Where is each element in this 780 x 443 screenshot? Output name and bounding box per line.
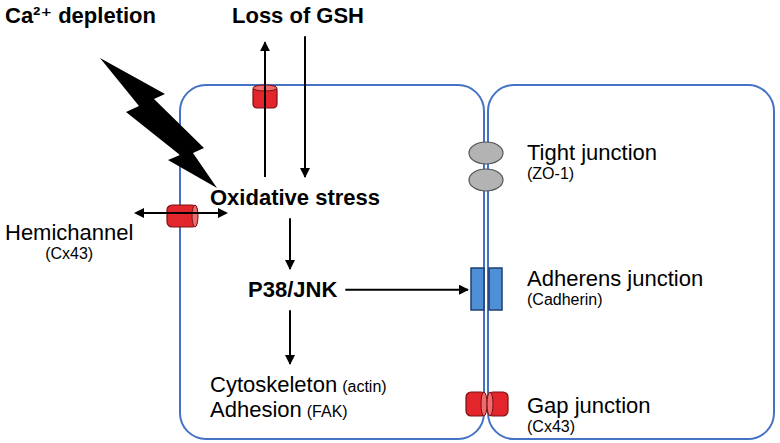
signal-arrow xyxy=(345,289,468,291)
text-line: Loss of GSH xyxy=(232,3,364,28)
text-line: Cytoskeleton (actin) xyxy=(210,372,387,397)
node-text: Loss of GSH xyxy=(232,3,364,28)
node-text: Cytoskeleton xyxy=(210,372,337,397)
hemichannel-symbol xyxy=(167,205,198,227)
text-node: Cytoskeleton (actin) Adhesion (FAK) xyxy=(210,372,387,423)
node-text: Adhesion xyxy=(210,397,302,422)
text-line: Gap junction xyxy=(527,393,651,418)
node-text: (FAK) xyxy=(307,403,348,420)
text-node: Tight junction(ZO-1) xyxy=(527,140,657,184)
node-text: Gap junction xyxy=(527,393,651,418)
text-node: Hemichannel(Cx43) xyxy=(5,220,133,264)
gap-junction-symbol xyxy=(466,392,508,416)
text-line: Adherens junction xyxy=(527,266,703,291)
text-line: Oxidative stress xyxy=(210,185,380,210)
node-text: P38/JNK xyxy=(248,277,337,302)
text-line: P38/JNK xyxy=(248,277,337,302)
text-node: Loss of GSH xyxy=(232,3,364,28)
node-text: (Cx43) xyxy=(527,418,575,435)
text-node: P38/JNK xyxy=(248,277,337,302)
cell-membrane xyxy=(180,85,484,439)
cadherin-symbol xyxy=(471,268,502,310)
text-line: (ZO-1) xyxy=(527,165,657,183)
signal-arrow xyxy=(264,42,266,177)
signal-arrow xyxy=(304,36,306,177)
text-node: Gap junction(Cx43) xyxy=(527,393,651,437)
node-text: (actin) xyxy=(342,378,386,395)
node-text: (Cadherin) xyxy=(527,291,603,308)
text-line: Adhesion (FAK) xyxy=(210,397,387,422)
lightning-bolt xyxy=(100,58,217,188)
node-text: Oxidative stress xyxy=(210,185,380,210)
stimulus-label: Ca²⁺ depletion xyxy=(5,3,156,28)
tight-junction-symbol xyxy=(469,142,503,191)
text-node: Adherens junction(Cadherin) xyxy=(468,266,703,310)
node-text: Tight junction xyxy=(527,140,657,165)
cell-membrane xyxy=(488,85,774,439)
node-text: (Cx43) xyxy=(45,245,93,262)
node-text: Adherens junction xyxy=(527,266,703,291)
node-text: (ZO-1) xyxy=(527,165,574,182)
text-node: Oxidative stress xyxy=(210,185,380,210)
text-line: Tight junction xyxy=(527,140,657,165)
text-line: (Cx43) xyxy=(5,245,133,263)
signal-arrow xyxy=(289,310,291,364)
text-line: Hemichannel xyxy=(5,220,133,245)
text-line: (Cadherin) xyxy=(527,291,703,309)
text-line: (Cx43) xyxy=(527,418,651,436)
signal-arrow xyxy=(289,218,291,269)
node-text: Hemichannel xyxy=(5,220,133,245)
